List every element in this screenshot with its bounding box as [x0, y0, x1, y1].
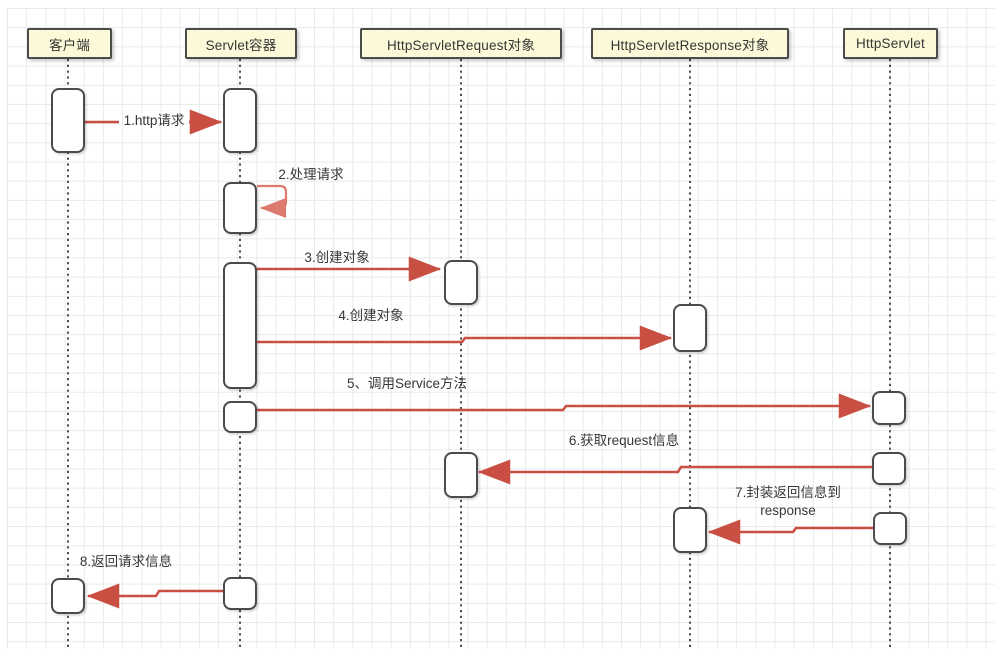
arrow-message-2-self — [257, 184, 288, 218]
activation-container-1 — [223, 88, 257, 153]
actor-label: HttpServlet — [856, 36, 925, 51]
message-label-3: 3.创建对象 — [304, 250, 370, 265]
message-label-7-line1: 7.封装返回信息到 — [735, 485, 841, 500]
actor-label: Servlet容器 — [205, 37, 277, 53]
arrow-message-6 — [477, 459, 872, 485]
message-label-6: 6.获取request信息 — [568, 433, 680, 448]
activation-container-2 — [223, 182, 257, 234]
actor-box-servlet-container: Servlet容器 — [185, 28, 297, 59]
activation-client-1 — [51, 88, 85, 153]
message-label-2: 2.处理请求 — [278, 167, 344, 182]
activation-httpservlet-3 — [873, 512, 907, 545]
activation-request-2 — [444, 452, 478, 498]
activation-response-2 — [673, 507, 707, 553]
activation-container-3 — [223, 262, 257, 389]
grid-background — [7, 8, 995, 649]
message-label-1: 1.http请求 — [123, 113, 185, 128]
message-label-5: 5、调用Service方法 — [346, 376, 468, 391]
message-label-4: 4.创建对象 — [338, 308, 404, 323]
actor-label: 客户端 — [48, 37, 91, 53]
activation-response-1 — [673, 304, 707, 352]
activation-request-1 — [444, 260, 478, 305]
arrow-message-4 — [257, 325, 673, 351]
actor-box-client: 客户端 — [27, 28, 112, 59]
arrow-message-5 — [257, 393, 872, 419]
activation-httpservlet-2 — [872, 452, 906, 485]
actor-box-httpservlet: HttpServlet — [843, 28, 938, 59]
actor-box-httpservletresponse: HttpServletResponse对象 — [591, 28, 789, 59]
arrow-message-7 — [707, 519, 873, 545]
actor-box-httpservletrequest: HttpServletRequest对象 — [360, 28, 562, 59]
message-label-7: 7.封装返回信息到 response — [735, 484, 841, 520]
activation-client-2 — [51, 578, 85, 614]
message-label-8: 8.返回请求信息 — [79, 554, 173, 569]
activation-container-5 — [223, 577, 257, 610]
message-label-7-line2: response — [760, 503, 816, 518]
activation-httpservlet-1 — [872, 391, 906, 425]
arrow-message-8 — [86, 583, 223, 609]
actor-label: HttpServletResponse对象 — [610, 37, 770, 53]
actor-label: HttpServletRequest对象 — [386, 37, 536, 53]
activation-container-4 — [223, 401, 257, 433]
